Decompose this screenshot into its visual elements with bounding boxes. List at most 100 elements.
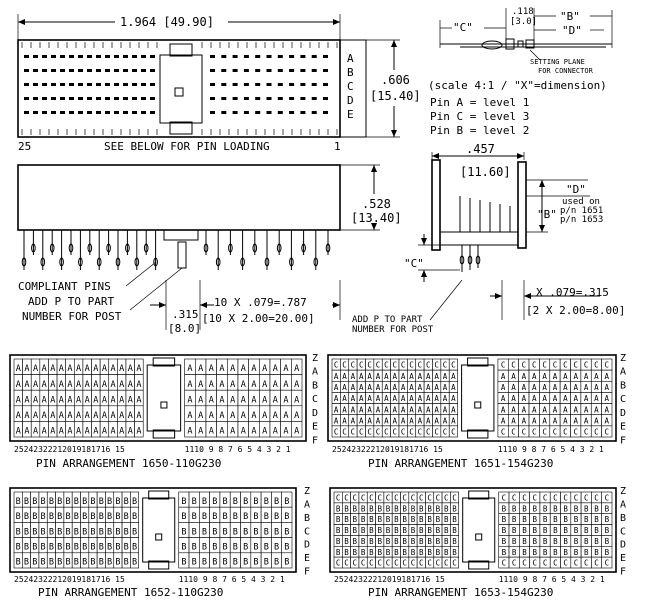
pin-cell-letter: B xyxy=(49,527,54,537)
top-hole xyxy=(96,97,101,100)
front-add-p-1: ADD P TO PART xyxy=(28,295,114,308)
pin-cell-letter: A xyxy=(426,372,431,381)
pin-cell-letter: A xyxy=(93,395,98,405)
pin-cell-letter: B xyxy=(427,548,432,557)
top-hole xyxy=(323,111,328,114)
pin-cell-letter: B xyxy=(99,512,104,522)
pin-cell-letter: A xyxy=(76,427,81,437)
pin-cell-letter: B xyxy=(181,512,186,522)
pin-cell-letter: A xyxy=(342,394,347,403)
pin-cell-letter: C xyxy=(512,559,517,568)
arrangement-row-letter: Z xyxy=(620,353,626,364)
pin-cell-letter: B xyxy=(584,537,589,546)
pin-cell-letter: A xyxy=(241,427,246,437)
pin-cell-letter: B xyxy=(574,537,579,546)
pin-cell-letter: A xyxy=(187,364,192,374)
pin-cell-letter: A xyxy=(230,395,235,405)
pin-cell-letter: B xyxy=(284,512,289,522)
pin-cell-letter: A xyxy=(342,405,347,414)
pin-cell-letter: B xyxy=(444,504,449,513)
top-hole xyxy=(114,111,119,114)
top-hole xyxy=(132,97,137,100)
pin-cell-letter: B xyxy=(24,527,29,537)
pin-cell-letter: A xyxy=(426,416,431,425)
top-hole xyxy=(51,111,56,114)
pin-cell-letter: A xyxy=(418,416,423,425)
side-pin-row xyxy=(459,196,511,272)
pin-cell-letter: A xyxy=(367,405,372,414)
front-pin-compliant xyxy=(78,257,83,267)
pin-cell-letter: C xyxy=(563,559,568,568)
pin-cell-letter: B xyxy=(436,515,441,524)
pin-cell-letter: B xyxy=(65,558,70,568)
pin-cell-letter: B xyxy=(16,558,21,568)
pin-cell-letter: B xyxy=(264,558,269,568)
pin-cell-letter: B xyxy=(386,537,391,546)
pin-cell-letter: A xyxy=(136,364,141,374)
pin-cell-letter: B xyxy=(522,537,527,546)
top-hole xyxy=(266,97,272,100)
side-add-p-2: NUMBER FOR POST xyxy=(352,325,434,335)
pin-cell-letter: B xyxy=(436,526,441,535)
side-add-p-1: ADD P TO PART xyxy=(352,315,423,325)
pin-cell-letter: A xyxy=(522,394,527,403)
top-hole xyxy=(105,55,110,58)
pin-cell-letter: B xyxy=(444,537,449,546)
pin-cell-letter: A xyxy=(532,405,537,414)
pin-cell-letter: B xyxy=(452,504,457,513)
pin-cell-letter: C xyxy=(451,361,456,370)
pin-cell-letter: C xyxy=(594,559,599,568)
pin-cell-letter: A xyxy=(376,383,381,392)
pin-cell-letter: A xyxy=(584,383,589,392)
pin-cell-letter: C xyxy=(512,493,517,502)
top-hole xyxy=(33,69,38,72)
pin-cell-letter: B xyxy=(563,515,568,524)
pin-cell-letter: A xyxy=(50,427,55,437)
pin-cell-letter: C xyxy=(361,559,366,568)
front-pin-compliant xyxy=(203,243,209,253)
pin-cell-letter: A xyxy=(241,395,246,405)
pin-cell-letter: A xyxy=(251,364,256,374)
pin-cell-letter: B xyxy=(369,515,374,524)
pin-cell-letter: A xyxy=(33,395,38,405)
pin-cell-letter: A xyxy=(409,383,414,392)
pin-cell-letter: A xyxy=(230,380,235,390)
top-hole xyxy=(255,55,261,58)
pin-cell-letter: B xyxy=(605,504,610,513)
top-hole xyxy=(78,69,83,72)
pin-cell-letter: B xyxy=(427,504,432,513)
top-hole xyxy=(69,69,74,72)
pin-cell-letter: A xyxy=(67,380,72,390)
pin-cell-letter: C xyxy=(334,428,339,437)
pin-cell-letter: A xyxy=(426,383,431,392)
pin-cell-letter: B xyxy=(605,526,610,535)
pin-cell-letter: B xyxy=(574,515,579,524)
pin-cell-letter: B xyxy=(336,537,341,546)
top-hole xyxy=(60,83,65,86)
pin-cell-letter: B xyxy=(386,504,391,513)
pin-cell-letter: B xyxy=(584,526,589,535)
pin-cell-letter: C xyxy=(376,361,381,370)
pin-cell-letter: C xyxy=(501,428,506,437)
pin-cell-letter: C xyxy=(553,428,558,437)
pin-cell-letter: B xyxy=(563,537,568,546)
top-hole xyxy=(210,55,215,58)
top-hole xyxy=(221,97,227,100)
pin-cell-letter: B xyxy=(99,527,104,537)
pin-cell-letter: B xyxy=(444,548,449,557)
pin-cell-letter: B xyxy=(543,504,548,513)
pin-cell-letter: B xyxy=(90,497,95,507)
pin-cell-letter: B xyxy=(132,497,137,507)
top-hole xyxy=(289,55,295,58)
pin-cell-letter: C xyxy=(411,493,416,502)
front-height-in: .528 xyxy=(362,197,391,211)
pin-cell-letter: A xyxy=(342,383,347,392)
pin-cell-letter: C xyxy=(376,428,381,437)
top-hole xyxy=(255,97,261,100)
pin-cell-letter: A xyxy=(542,416,547,425)
pin-cell-letter: B xyxy=(107,512,112,522)
pin-cell-letter: A xyxy=(42,427,47,437)
pin-cell-letter: C xyxy=(502,493,507,502)
pin-cell-letter: B xyxy=(32,527,37,537)
